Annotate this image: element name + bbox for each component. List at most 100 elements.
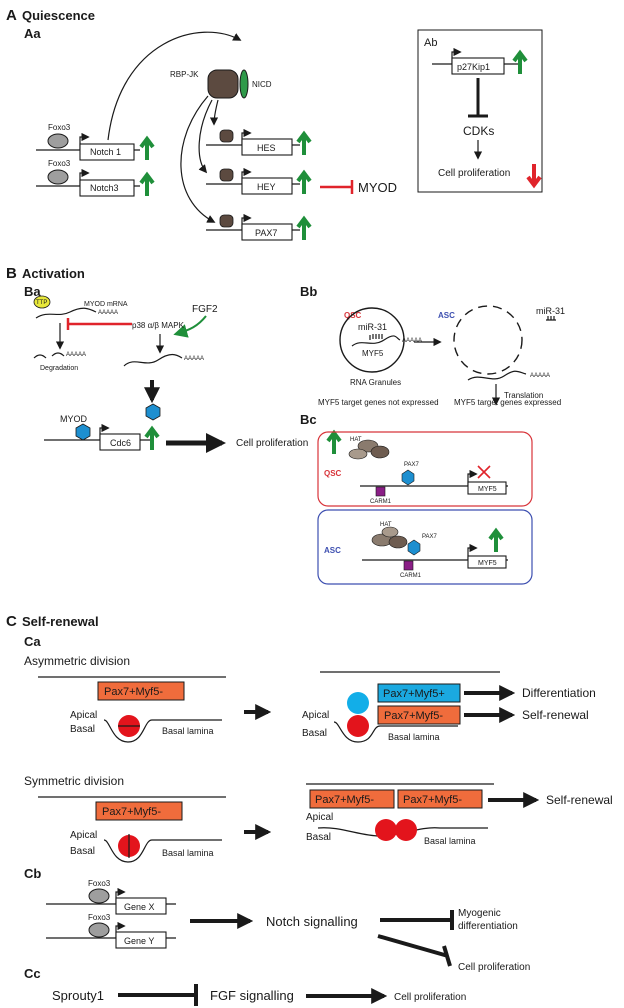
asym-daughter-renewing [347, 715, 369, 737]
ttp-label: TTP [36, 300, 47, 306]
hes-gene-box [241, 138, 293, 156]
myf5-label-bc1: MYF5 [478, 486, 497, 493]
notch-signalling-label: Notch signalling [266, 914, 358, 929]
translation-label: Translation [504, 391, 543, 400]
p27-up-arrow [512, 49, 528, 74]
notch1-gene-box [79, 143, 135, 161]
sym-daughter-box-2 [397, 789, 483, 809]
asym-lamina-right [333, 721, 458, 743]
myf5-label-bc2: MYF5 [478, 560, 497, 567]
bc-qsc-myf5-box [467, 481, 507, 495]
notch1-label: Notch 1 [90, 147, 121, 157]
hes-rbpjk-bound [219, 129, 234, 143]
granule-mir31-label: miR-31 [358, 322, 387, 332]
asym-title: Asymmetric division [24, 654, 130, 668]
nicd-protein [239, 69, 249, 99]
notch3-up-arrow [139, 171, 155, 196]
sym-lamina-left [103, 839, 222, 863]
hat-complex-2c [381, 526, 399, 538]
pax7-label-bc1: PAX7 [404, 462, 420, 468]
asym-daughter-differentiating [347, 692, 369, 714]
hat-complex-1c [348, 448, 368, 460]
sprouty1-inhibits-fgf [118, 984, 198, 1006]
notch1-up-arrow [139, 135, 155, 160]
sym-lamina-label-left: Basal lamina [162, 848, 214, 858]
pax7-rbpjk-bound [219, 214, 234, 228]
panel-ab-frame [417, 29, 543, 193]
rna-granule-circle [339, 307, 405, 373]
rna-granules-label: RNA Granules [350, 378, 401, 387]
carm1-label-1: CARM1 [370, 499, 392, 505]
degraded-mrna-fragments [33, 352, 65, 359]
fgf2-activates-p38 [173, 315, 207, 338]
section-b-letter: B [6, 265, 17, 282]
section-c-letter: C [6, 613, 17, 630]
arrow-to-hey [198, 99, 213, 174]
gene-x-label: Gene X [124, 902, 155, 912]
sym-lamina-label-right: Basal lamina [424, 836, 476, 846]
myod-hexagon-bound [75, 423, 91, 441]
stable-polya: AAAAA [184, 356, 204, 362]
cdc6-up-arrow [144, 425, 160, 450]
not-expressed-label: MYF5 target genes not expressed [318, 398, 439, 407]
sym-pre-label-box [95, 801, 183, 821]
bc-asc-frame [317, 509, 533, 585]
sym-basal-right: Basal [306, 832, 331, 843]
asym-lamina-label-right: Basal lamina [388, 732, 440, 742]
section-a: A Quiescence Aa Foxo3 Notch 1 Foxo3 Notc… [6, 7, 543, 241]
free-mir31-label: miR-31 [536, 306, 565, 316]
subpanel-ab-label: Ab [424, 37, 437, 49]
asym-basal-right: Basal [302, 728, 327, 739]
myod-mrna-strand [35, 307, 97, 319]
asym-basal-left: Basal [70, 724, 95, 735]
foxo3-label-1: Foxo3 [48, 123, 71, 132]
subpanel-bc-label: Bc [300, 412, 317, 427]
bc-asc-label: ASC [324, 546, 341, 555]
carm1-box-2 [403, 560, 414, 571]
subpanel-bb-label: Bb [300, 284, 317, 299]
gene-y-label: Gene Y [124, 936, 154, 946]
foxo3-protein-2 [47, 169, 69, 185]
translated-mrna-strand [467, 370, 527, 381]
sym-daughter-cell-2 [395, 819, 417, 841]
asym-apical-right: Apical [302, 710, 329, 721]
p38-inhibits-degradation [66, 318, 132, 330]
asym-myf5-pos-box [377, 683, 461, 703]
sym-apical-left: Apical [70, 830, 97, 841]
sym-basal-left: Basal [70, 846, 95, 857]
fgf2-label: FGF2 [192, 304, 218, 315]
ttp-protein [33, 295, 51, 309]
sym-pre-label: Pax7+Myf5- [102, 806, 161, 818]
hat-label-1: HAT [350, 437, 362, 443]
myf5-mrna-strand [351, 335, 401, 347]
arrow-to-pax7 [180, 95, 216, 223]
myod-mrna-label: MYOD mRNA [84, 301, 128, 308]
pax7-hexagon-2 [407, 539, 421, 556]
sym-daughter-box-1 [309, 789, 395, 809]
foxo3-label-cb2: Foxo3 [88, 913, 111, 922]
section-a-letter: A [6, 7, 17, 24]
degradation-label: Degradation [40, 365, 78, 372]
subpanel-aa-label: Aa [24, 26, 41, 41]
cdks-label: CDKs [463, 124, 494, 138]
foxo3-label-2: Foxo3 [48, 159, 71, 168]
gene-y-box [115, 931, 167, 949]
cdc6-label: Cdc6 [110, 438, 131, 448]
myod-label-ba: MYOD [60, 414, 88, 424]
asym-pre-label-box [97, 681, 185, 701]
translated-polya: AAAAA [530, 373, 550, 379]
sym-apical-right: Apical [306, 812, 333, 823]
myf5-repressed-cross [477, 465, 491, 479]
carm1-label-2: CARM1 [400, 573, 422, 579]
asym-lamina-left [103, 719, 222, 743]
hat-complex-2b [388, 535, 408, 549]
asym-myf5-pos-label: Pax7+Myf5+ [383, 688, 445, 700]
pax7-label-bc2: PAX7 [422, 534, 438, 540]
self-renewal-label-asym: Self-renewal [522, 708, 589, 722]
myogenic-label-2: differentiation [458, 921, 518, 932]
foxo3-protein-cb1 [88, 888, 110, 904]
section-c: C Self-renewal Ca Asymmetric division Pa… [6, 613, 613, 1006]
cdc6-gene-box [99, 433, 141, 451]
section-a-title: Quiescence [22, 8, 95, 23]
